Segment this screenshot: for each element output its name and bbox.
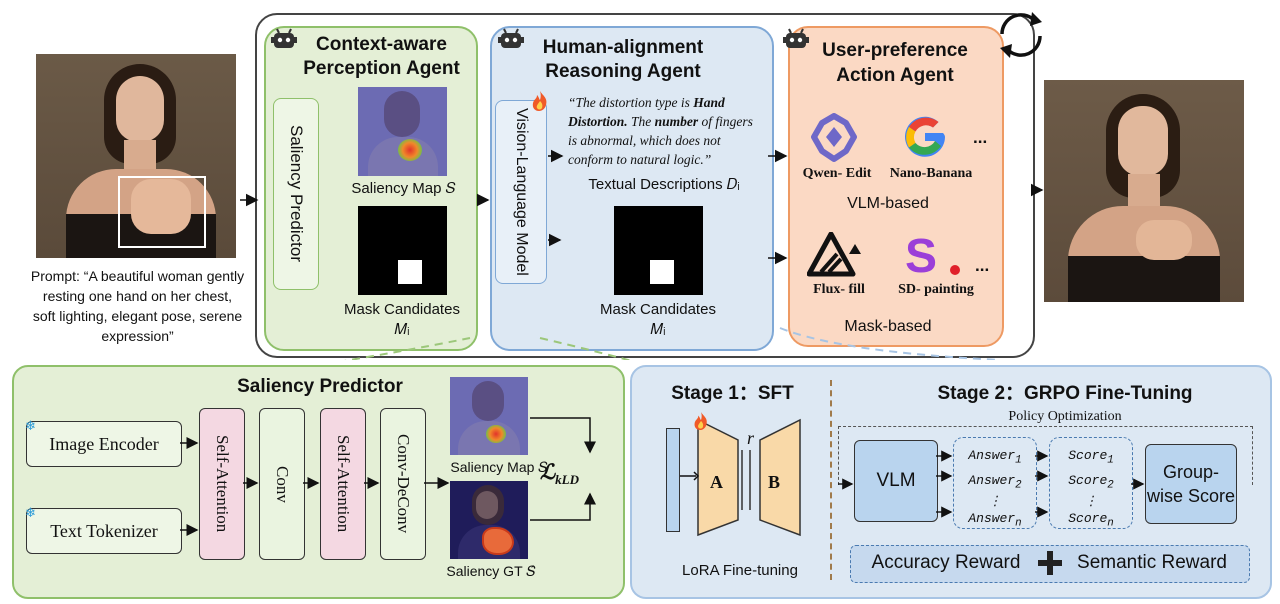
distortion-quote: “The distortion type is Hand Distortion.… [568, 93, 764, 169]
qwen-icon [808, 113, 860, 168]
saliency-map-label: Saliency Map 𝑆 [450, 459, 548, 475]
lora-b-label: B [768, 472, 781, 492]
semantic-reward-label: Semantic Reward [1077, 552, 1227, 573]
scores-group [1049, 437, 1133, 529]
lora-rank-label: r [747, 428, 755, 448]
quote-part-3: The [627, 114, 655, 129]
stage2-title: Stage 2：GRPO Fine-Tuning [937, 383, 1193, 404]
input-photo [36, 54, 236, 258]
answer-1: Answer1 [968, 448, 1022, 467]
answers-list: Answer1 Answer2 ⋮ Answern [955, 446, 1035, 534]
vlm-module: Vision-Language Model [495, 100, 547, 284]
snowflake-icon: ❄ [25, 505, 36, 520]
conv-label: Conv [273, 465, 292, 503]
quote-part-2: Hand Distortion. [568, 95, 725, 129]
answers-group [953, 437, 1037, 529]
groupwise-score-block: Group-wise Score [1145, 444, 1237, 524]
more-tools-ellipsis: ... [975, 256, 990, 275]
action-agent-panel [788, 26, 1004, 347]
qwen-edit-label: Qwen- Edit [802, 166, 872, 181]
self-attention-block-1: Self-Attention [199, 408, 245, 560]
flux-icon [806, 231, 863, 283]
vlm-based-label: VLM-based [847, 195, 929, 212]
flux-fill-label: Flux- fill [813, 282, 865, 297]
score-n: Scoren [1068, 511, 1114, 530]
image-encoder-label: Image Encoder [49, 433, 159, 454]
answer-dots: ⋮ [988, 494, 1002, 510]
google-icon [900, 112, 950, 167]
textual-descriptions-label: Textual Descriptions 𝐷ᵢ [588, 176, 740, 193]
saliency-map-thumb [450, 377, 528, 455]
conv-deconv-block: Conv-DeConv [380, 408, 426, 560]
accuracy-reward-label: Accuracy Reward [871, 552, 1021, 573]
saliency-flow-arrows [180, 417, 596, 536]
score-dots: ⋮ [1084, 494, 1098, 510]
mask-candidate-thumb [358, 206, 447, 295]
mask-based-label: Mask-based [844, 318, 932, 335]
saliency-gt-label: Saliency GT 𝑆̂ [446, 563, 536, 579]
groupwise-score-label: Group-wise Score [1146, 462, 1236, 506]
input-prompt: Prompt: “A beautiful woman gently restin… [30, 268, 245, 344]
svg-text:S: S [905, 232, 937, 280]
quote-part-4: number [654, 114, 699, 129]
quote-part-1: “The distortion type is [568, 95, 694, 110]
snowflake-icon: ❄ [25, 418, 36, 433]
score-1: Score1 [1068, 448, 1114, 467]
loop-icon [990, 4, 1052, 71]
self-attention-label: Self-Attention [334, 435, 353, 533]
policy-optimization-label: Policy Optimization [1008, 409, 1122, 424]
self-attention-label: Self-Attention [213, 435, 232, 533]
reasoning-agent-title: Human-alignment Reasoning Agent [542, 37, 704, 82]
sd-painting-label: SD- painting [898, 282, 974, 297]
saliency-predictor-module: Saliency Predictor [273, 98, 319, 290]
conv-block: Conv [259, 408, 305, 560]
distortion-box [118, 176, 206, 248]
sd-icon: S [903, 230, 965, 285]
score-2: Score2 [1068, 472, 1114, 492]
plus-icon [1038, 551, 1062, 575]
more-tools-ellipsis: ... [973, 128, 988, 147]
lora-finetuning-label: LoRA Fine-tuning [682, 562, 798, 579]
quote-part-5: of fingers is abnormal, which does not c… [568, 114, 753, 167]
frozen-weight-bar [666, 428, 680, 532]
perception-agent-title: Context-aware Perception Agent [303, 34, 460, 79]
vlm-label: VLM [876, 470, 916, 491]
text-tokenizer-block: Text Tokenizer [26, 508, 182, 554]
stage-divider [830, 380, 832, 580]
image-encoder-block: Image Encoder [26, 421, 182, 467]
self-attention-block-2: Self-Attention [320, 408, 366, 560]
conv-deconv-label: Conv-DeConv [394, 434, 413, 534]
stage1-title: Stage 1：SFT [671, 383, 794, 404]
robot-icon [783, 28, 809, 55]
mask-candidates-label: Mask Candidates 𝑀ᵢ [600, 301, 716, 338]
kld-loss-symbol: ℒ [540, 460, 556, 484]
output-photo [1044, 80, 1244, 302]
saliency-map-thumb [358, 87, 447, 176]
robot-icon [498, 28, 524, 55]
action-agent-title: User-preference Action Agent [822, 40, 968, 86]
kld-loss-subscript: kLD [555, 472, 579, 488]
saliency-gt-thumb [450, 481, 528, 559]
fire-icon [530, 90, 550, 117]
policy-loop [838, 426, 1253, 485]
text-tokenizer-label: Text Tokenizer [50, 520, 158, 541]
vlm-block[interactable]: VLM [854, 440, 938, 522]
mask-candidate-thumb [614, 206, 703, 295]
lora-a-label: A [710, 472, 723, 492]
answer-2: Answer2 [968, 472, 1022, 492]
grpo-flow-arrows [838, 450, 1145, 518]
robot-icon [271, 28, 297, 55]
answer-n: Answern [968, 511, 1022, 530]
mask-candidates-label: Mask Candidates 𝑀ᵢ [344, 301, 460, 338]
saliency-predictor-label: Saliency Predictor [287, 125, 306, 263]
nano-banana-label: Nano-Banana [889, 166, 973, 181]
lora-diagram [680, 418, 801, 537]
saliency-map-label: Saliency Map 𝑆 [351, 180, 456, 197]
fire-icon [692, 410, 710, 437]
kld-loss: ℒkLD [540, 460, 579, 488]
scores-list: Score1 Score2 ⋮ Scoren [1051, 446, 1131, 534]
saliency-predictor-title: Saliency Predictor [237, 376, 403, 397]
top-flow-arrows [240, 149, 1044, 360]
vlm-module-label: Vision-Language Model [513, 108, 530, 276]
